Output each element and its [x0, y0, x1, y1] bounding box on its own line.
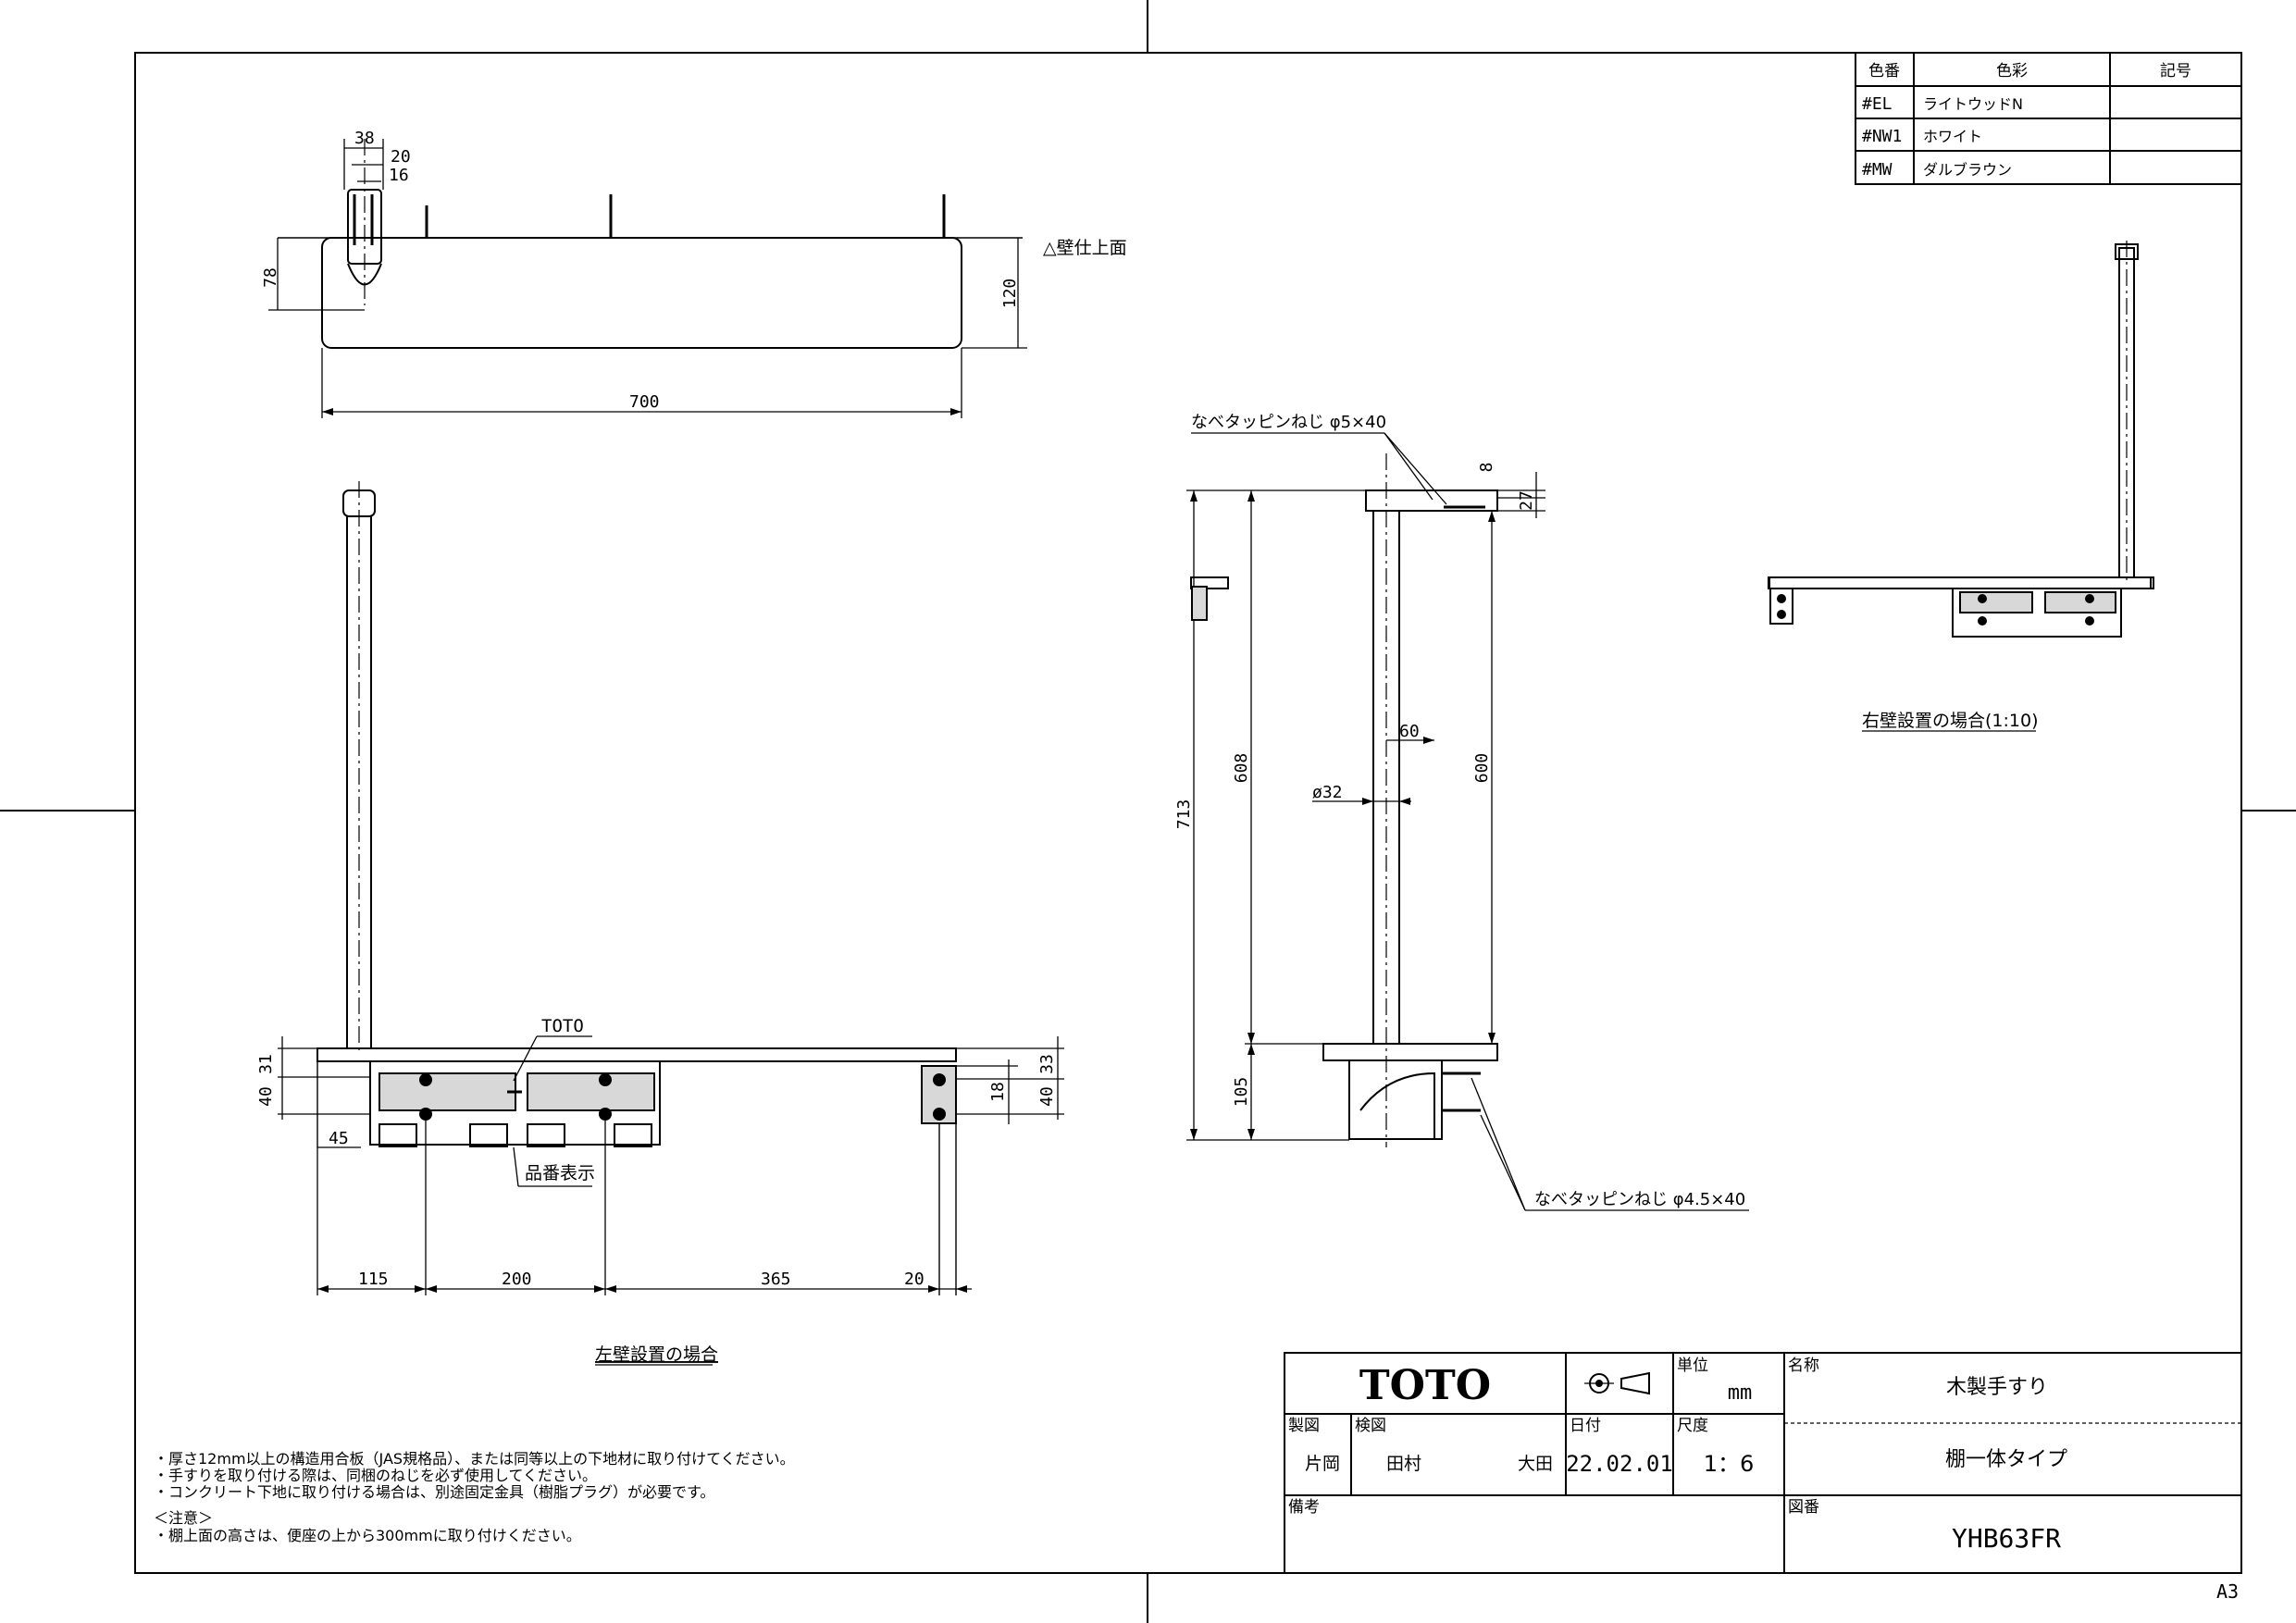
dim-27: 27: [1517, 490, 1536, 511]
dim-8: 8: [1477, 463, 1496, 473]
color-code-nw1: #NW1: [1862, 127, 1902, 146]
product-subtitle: 棚一体タイプ: [1945, 1448, 2067, 1471]
color-mark-header: 記号: [2160, 62, 2191, 81]
screw-top-label: なべタッピンねじ φ5×40: [1191, 413, 1386, 432]
color-code-mw: #MW: [1862, 160, 1893, 180]
checked-value-1: 田村: [1386, 1454, 1421, 1474]
scale-value: 1：6: [1704, 1451, 1755, 1477]
note-1: ・厚さ12mm以上の構造用合板（JAS規格品）、または同等以上の下地材に取り付け…: [154, 1450, 795, 1468]
dim-608: 608: [1232, 753, 1251, 784]
dim-16: 16: [389, 166, 409, 185]
shelf-plan-outline: [321, 237, 962, 349]
dim-365: 365: [761, 1270, 791, 1289]
date-value: 22.02.01: [1566, 1451, 1673, 1477]
dim-713: 713: [1174, 799, 1194, 830]
side-view: なべタッピンねじ φ5×40 なべタッピンねじ φ4.5×40 8 27 713…: [1174, 413, 1749, 1211]
screw-bottom-label: なべタッピンねじ φ4.5×40: [1534, 1190, 1745, 1209]
color-name-mw: ダルブラウン: [1923, 161, 2012, 179]
dim-60: 60: [1399, 722, 1420, 741]
product-name: 木製手すり: [1946, 1376, 2048, 1399]
dim-18: 18: [988, 1082, 1008, 1102]
scale-label: 尺度: [1677, 1417, 1708, 1435]
drawing-number-label: 図番: [1788, 1498, 1819, 1517]
top-bracket: [1365, 489, 1498, 512]
date-label: 日付: [1570, 1417, 1601, 1435]
dim-120: 120: [1000, 279, 1020, 309]
dim-45: 45: [329, 1129, 349, 1148]
color-name-el: ライトウッドN: [1923, 95, 2023, 113]
notes: ・厚さ12mm以上の構造用合板（JAS規格品）、または同等以上の下地材に取り付け…: [154, 1450, 795, 1544]
color-code-header: 色番: [1868, 62, 1900, 81]
unit-value: mm: [1728, 1381, 1753, 1405]
unit-label: 単位: [1677, 1357, 1708, 1375]
front-view: TOTO 品番表示 31 40 45 33 40 18 115 200 365: [256, 481, 1064, 1366]
toto-label: TOTO: [541, 1016, 584, 1036]
dim-78: 78: [261, 267, 280, 288]
drawing-number: YHB63FR: [1952, 1523, 2061, 1554]
right-wall-view: 右壁設置の場合(1:10): [1190, 241, 2154, 732]
side-shelf: [1322, 1043, 1498, 1061]
note-caution-heading: ＜注意＞: [154, 1509, 213, 1527]
dim-200: 200: [502, 1270, 532, 1289]
dim-40: 40: [256, 1086, 276, 1107]
checked-label: 検図: [1355, 1417, 1386, 1435]
dim-38: 38: [354, 129, 375, 148]
dim-40-right: 40: [1037, 1086, 1057, 1107]
drawn-value: 片岡: [1305, 1454, 1340, 1474]
color-name-header: 色彩: [1996, 62, 2028, 81]
dim-33: 33: [1037, 1054, 1057, 1074]
sheet-size: A3: [2216, 1580, 2239, 1603]
dim-32: ø32: [1312, 783, 1343, 802]
note-4: ・棚上面の高さは、便座の上から300mmに取り付けください。: [154, 1527, 581, 1544]
wall-surface-note: △壁仕上面: [1043, 238, 1127, 258]
title-block: TOTO 単位 mm 名称 木製手すり 棚一体タイプ 製図 片岡 検図 田村 大…: [1284, 1352, 2242, 1574]
drawing-border: [134, 52, 2242, 1574]
note-2: ・手すりを取り付ける際は、同梱のねじを必ず使用してください。: [154, 1467, 597, 1484]
dim-105: 105: [1232, 1077, 1251, 1108]
checked-value-2: 大田: [1518, 1454, 1553, 1474]
remarks-label: 備考: [1288, 1498, 1320, 1517]
drawn-label: 製図: [1288, 1417, 1320, 1435]
dim-20: 20: [391, 147, 411, 167]
dim-115: 115: [358, 1270, 389, 1289]
part-number-label: 品番表示: [525, 1163, 595, 1183]
dim-20-bottom: 20: [904, 1270, 925, 1289]
projection-symbol-icon: [1584, 1371, 1650, 1395]
note-3: ・コンクリート下地に取り付ける場合は、別途固定金具（樹脂プラグ）が必要です。: [154, 1483, 714, 1501]
left-wall-caption: 左壁設置の場合: [595, 1344, 718, 1365]
name-label: 名称: [1788, 1357, 1819, 1375]
right-wall-caption: 右壁設置の場合(1:10): [1862, 711, 2039, 731]
dim-600: 600: [1472, 753, 1492, 784]
dim-700: 700: [629, 392, 660, 412]
dim-31: 31: [256, 1054, 276, 1074]
top-view: 38 20 16 78 120 △壁仕上面 700: [261, 129, 1127, 418]
toto-logo: TOTO: [1359, 1362, 1491, 1409]
shelf-board: [316, 1047, 957, 1062]
color-code-el: #EL: [1862, 94, 1893, 114]
color-table: 色番 色彩 記号 #EL ライトウッドN #NW1 ホワイト #MW ダルブラウ…: [1855, 52, 2242, 185]
color-name-nw1: ホワイト: [1923, 128, 1982, 145]
